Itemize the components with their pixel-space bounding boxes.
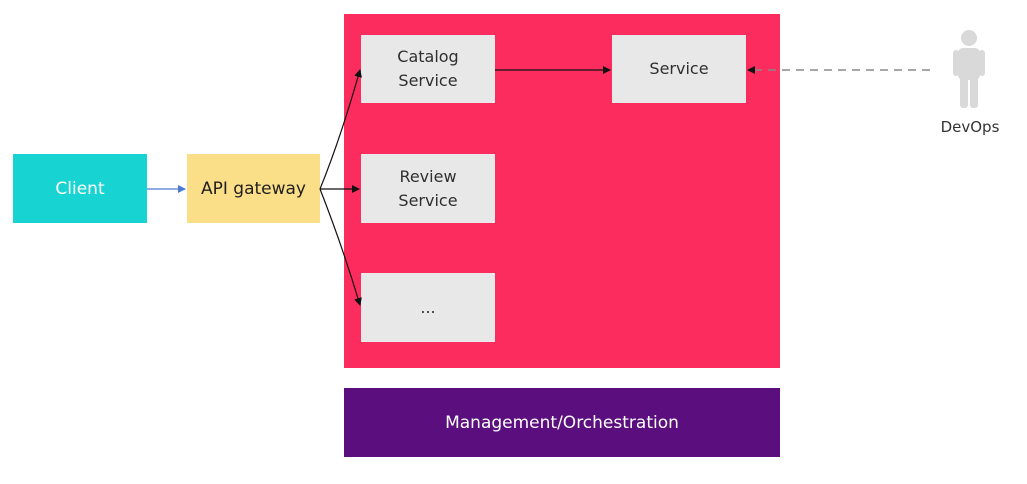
catalog-service-node: Catalog Service	[361, 35, 495, 103]
service-node: Service	[612, 35, 746, 103]
devops-label: DevOps	[940, 118, 1000, 136]
more-services-node: ...	[361, 273, 495, 342]
api-gateway-node: API gateway	[187, 154, 320, 223]
person-icon	[953, 30, 985, 108]
gateway-to-catalog-arrow	[319, 69, 362, 190]
client-node: Client	[13, 154, 147, 223]
management-orchestration-node: Management/Orchestration	[344, 388, 780, 457]
review-service-node: Review Service	[361, 154, 495, 223]
gateway-to-more-arrow	[319, 188, 362, 306]
